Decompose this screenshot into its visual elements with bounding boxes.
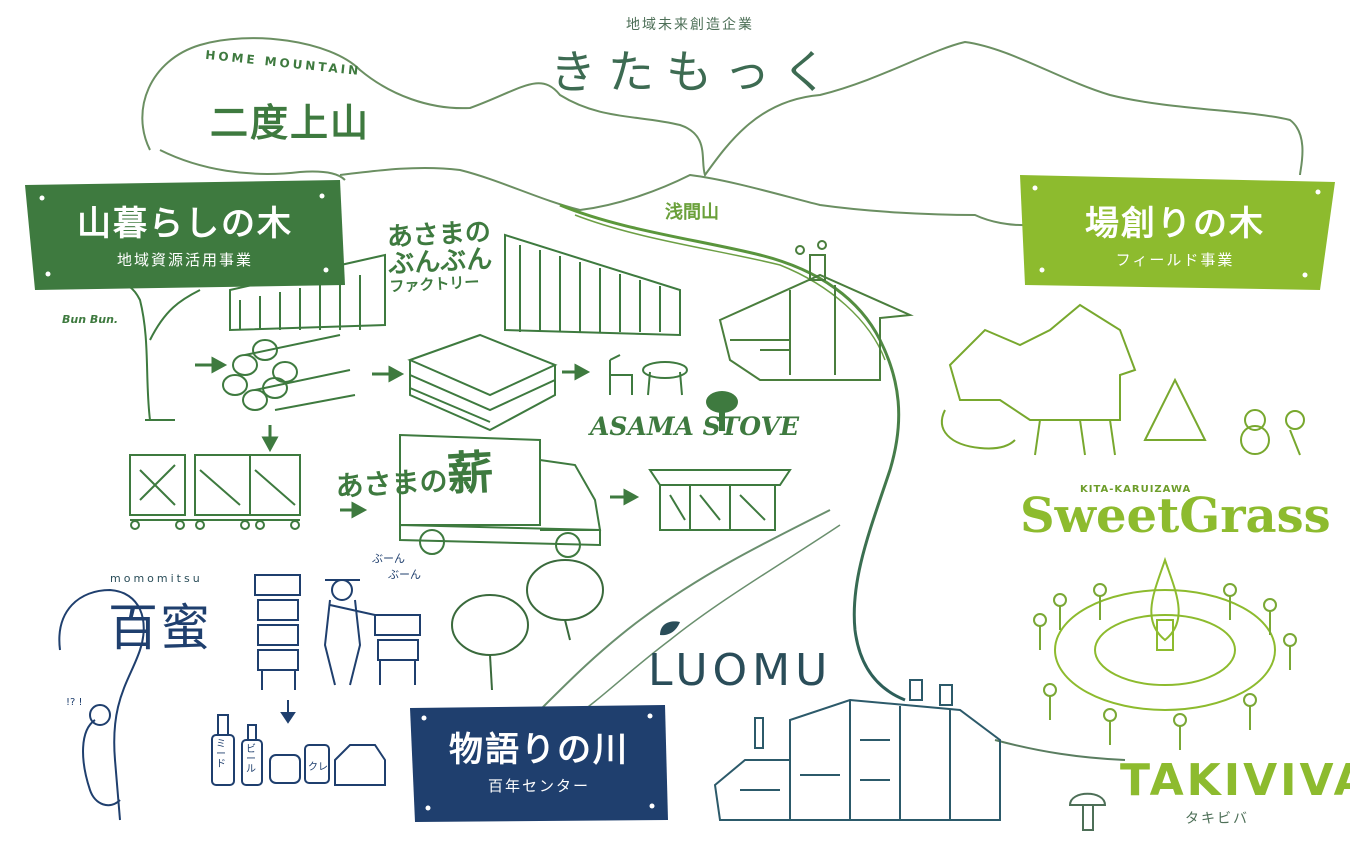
jars-bottles <box>211 700 386 786</box>
road-path-2 <box>569 524 841 721</box>
momomitsu-logo[interactable]: 百蜜 <box>108 599 212 657</box>
factory-shed <box>229 233 681 337</box>
river-path-inner <box>574 214 886 361</box>
bunbun-annotation: Bun Bun. <box>62 313 119 326</box>
bottle-label-3: クレ <box>308 762 328 773</box>
sign-monogatari[interactable]: 物語りの川 百年センター <box>412 722 666 796</box>
sign-bashozukuri-title: 場創りの木 <box>1085 204 1265 244</box>
bottle-label-1: ミード <box>216 739 226 770</box>
company-logo[interactable]: きたもっく <box>550 45 840 99</box>
asama-firewood-logo[interactable]: あさまの薪 <box>333 436 495 510</box>
mushroom <box>1068 792 1107 831</box>
sweetgrass-logo[interactable]: SweetGrass <box>1020 488 1331 544</box>
river-path <box>559 203 906 702</box>
road-path <box>539 509 831 711</box>
people-ring <box>1033 583 1297 750</box>
luomu-logo[interactable]: LUOMU <box>648 645 833 696</box>
furniture <box>609 354 688 396</box>
firewood-shed <box>648 469 792 531</box>
bee-sound-1: ぶーん <box>372 552 405 565</box>
firewood-prefix: あさまの <box>334 464 449 504</box>
takiviva-kana: タキビバ <box>1185 811 1249 827</box>
sign-monogatari-subtitle: 百年センター <box>487 777 590 795</box>
sign-bashozukuri-subtitle: フィールド事業 <box>1115 251 1235 269</box>
sign-board-monogatari <box>410 705 668 822</box>
sign-board-yamagurashi <box>25 180 345 290</box>
tree-left <box>109 279 201 421</box>
asama-stove-text: ASAMA STOVE <box>590 412 800 441</box>
sign-yamagurashi[interactable]: 山暮らしの木 地域資源活用事業 <box>30 196 340 270</box>
takiviva-logo[interactable]: TAKIVIVA <box>1120 755 1350 806</box>
campfire-circle <box>1054 556 1276 711</box>
tree-bear <box>58 588 145 821</box>
sign-bashozukuri[interactable]: 場創りの木 フィールド事業 <box>1025 196 1325 270</box>
sky-outline <box>141 37 1304 178</box>
beehives <box>254 574 421 690</box>
stove-house <box>718 240 914 381</box>
bunbun-factory-logo[interactable]: あさまの ぶんぶん ファクトリー <box>386 217 494 295</box>
sweetgrass-tagline: KITA-KARUIZAWA <box>1080 484 1192 495</box>
bear-sound: !? ! <box>66 697 83 708</box>
sign-yamagurashi-title: 山暮らしの木 <box>77 204 293 244</box>
orchard-trees <box>451 559 604 691</box>
tagline: 地域未来創造企業 <box>626 17 754 33</box>
mountain-ridge <box>339 166 1031 227</box>
momomitsu-romaji: momomitsu <box>110 572 203 585</box>
bottle-label-2: ビール <box>246 744 256 775</box>
lumber-stack <box>407 333 558 432</box>
asama-stove-logo[interactable]: ASAMA STOVE <box>590 412 850 441</box>
firewood-main: 薪 <box>445 444 495 502</box>
flow-arrows <box>195 356 640 519</box>
stove-tree-icon <box>706 391 738 431</box>
truck <box>399 433 602 558</box>
treehouse <box>940 303 1305 456</box>
firewood-crates <box>129 454 301 530</box>
mountain-label: 浅間山 <box>665 202 719 223</box>
sign-board-bashozukuri <box>1020 175 1335 290</box>
mountain-ridge-2 <box>159 149 346 181</box>
center-building <box>713 679 1001 821</box>
sign-monogatari-title: 物語りの川 <box>449 730 629 770</box>
luomu-leaf <box>660 621 680 636</box>
takiviva-line <box>994 739 1126 761</box>
bee-sound-2: ぶーん <box>388 568 421 581</box>
sign-yamagurashi-subtitle: 地域資源活用事業 <box>116 251 253 269</box>
nidoageyama-logo[interactable]: 二度上山 <box>210 101 371 145</box>
log-pile <box>222 334 356 411</box>
